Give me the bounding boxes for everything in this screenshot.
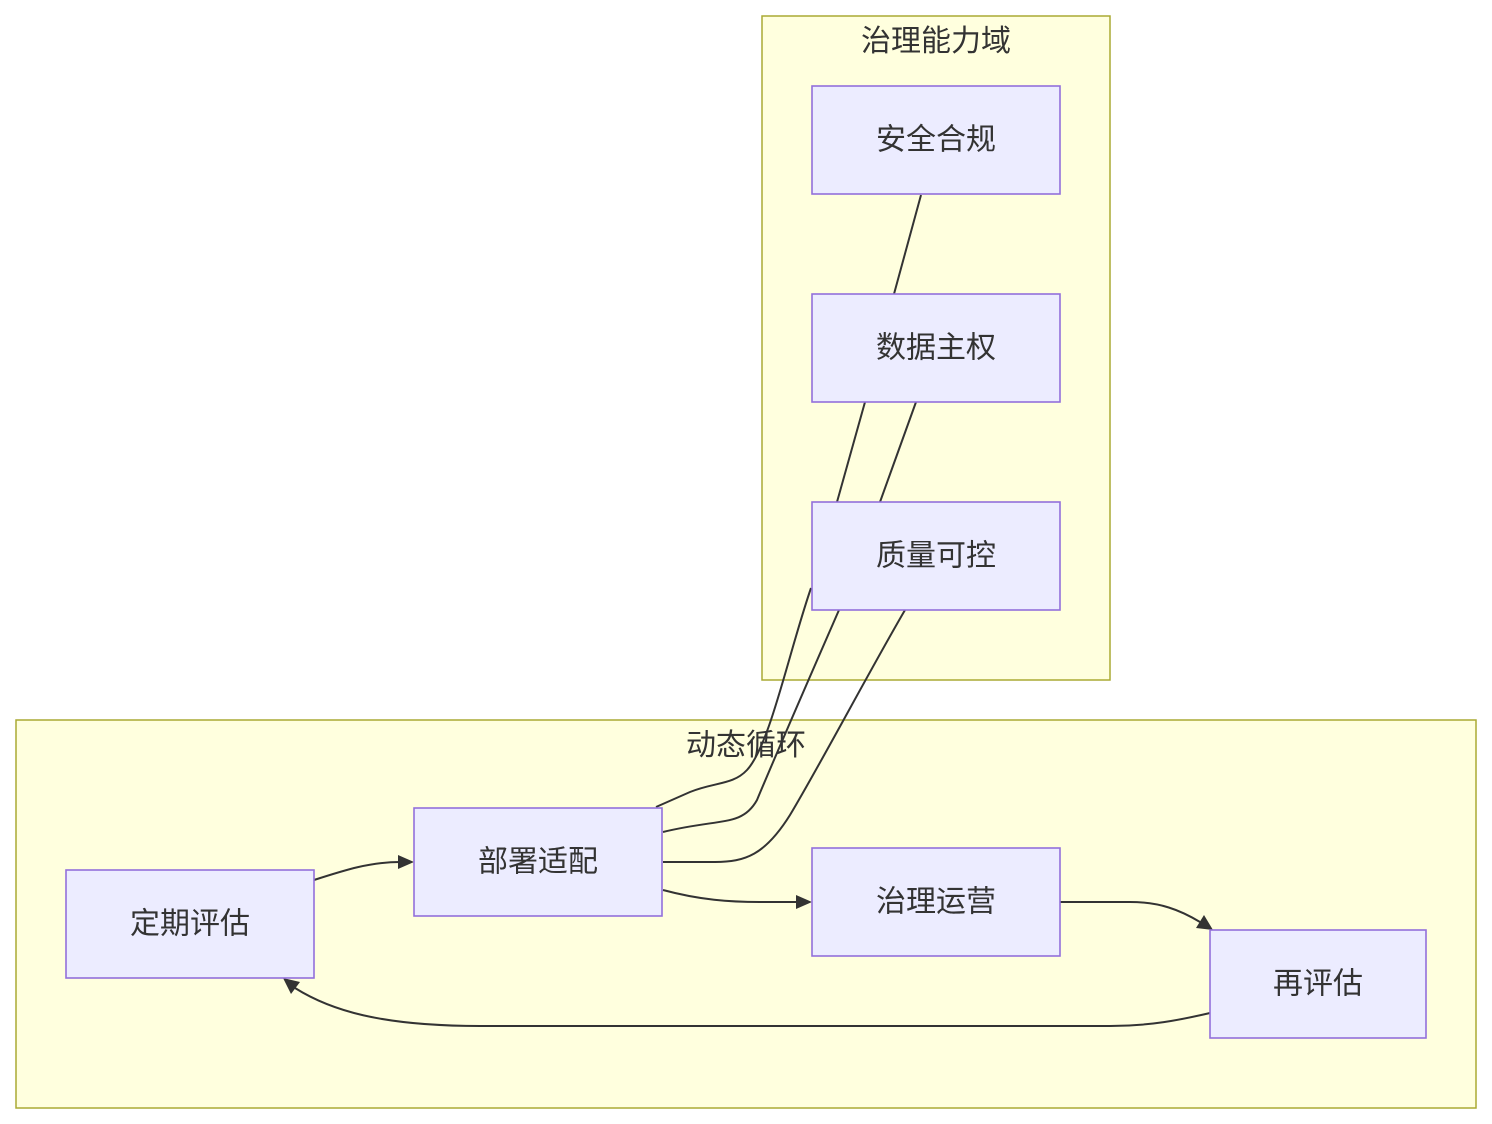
- edges: [283, 194, 1213, 1027]
- node-reeval-box[interactable]: [1209, 929, 1427, 1039]
- node-sovereignty-box[interactable]: [811, 293, 1061, 403]
- arrowhead-reeval-periodic: [283, 978, 300, 994]
- edge-reeval-periodic: [294, 987, 1211, 1027]
- edge-security-sovereignty: [893, 194, 922, 295]
- edge-deploy-operations: [662, 889, 798, 903]
- node-reeval[interactable]: 再评估: [1209, 929, 1427, 1039]
- node-deploy[interactable]: 部署适配: [413, 807, 663, 917]
- edge-operations-reeval: [1060, 901, 1201, 923]
- node-periodic-eval-box[interactable]: [65, 869, 315, 979]
- node-deploy-box[interactable]: [413, 807, 663, 917]
- node-security-label: 安全合规: [876, 123, 996, 158]
- node-operations-label: 治理运营: [876, 885, 996, 920]
- node-deploy-label: 部署适配: [478, 845, 598, 880]
- node-quality[interactable]: 质量可控: [811, 501, 1061, 611]
- node-security-box[interactable]: [811, 85, 1061, 195]
- edge-sovereignty-quality-1: [836, 401, 866, 503]
- edge-periodic-deploy: [313, 861, 401, 881]
- node-operations[interactable]: 治理运营: [811, 847, 1061, 957]
- arrowhead-operations-reeval: [1196, 915, 1213, 930]
- edge-quality-deploy-2: [663, 609, 906, 863]
- node-periodic-eval-label: 定期评估: [130, 907, 250, 942]
- node-security[interactable]: 安全合规: [811, 85, 1061, 195]
- cluster-cycle-title: 动态循环: [686, 728, 806, 763]
- arrowhead-deploy-operations: [796, 895, 812, 909]
- node-sovereignty-label: 数据主权: [876, 331, 996, 366]
- arrowhead-periodic-deploy: [398, 855, 414, 869]
- cluster-governance-title: 治理能力域: [861, 24, 1011, 59]
- node-reeval-label: 再评估: [1273, 967, 1363, 1002]
- edge-sovereignty-quality-2: [879, 401, 917, 503]
- node-quality-label: 质量可控: [876, 539, 996, 574]
- node-periodic-eval[interactable]: 定期评估: [65, 869, 315, 979]
- node-quality-box[interactable]: [811, 501, 1061, 611]
- edge-sovereignty-deploy: [655, 587, 812, 808]
- edge-quality-deploy-1: [662, 609, 840, 833]
- node-operations-box[interactable]: [811, 847, 1061, 957]
- node-sovereignty[interactable]: 数据主权: [811, 293, 1061, 403]
